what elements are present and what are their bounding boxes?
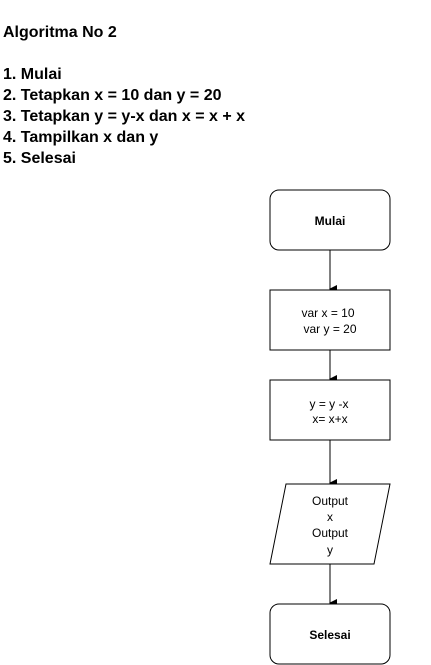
process-line-1: y = y -x [309,397,348,411]
end-label: Selesai [309,628,350,642]
algorithm-step-2: 2. Tetapkan x = 10 dan y = 20 [3,87,222,104]
algorithm-step-3: 3. Tetapkan y = y-x dan x = x + x [3,108,246,125]
init-line-2: var y = 20 [303,322,356,336]
process-line-2: x= x+x [312,412,347,426]
output-line-1: Output [312,494,349,508]
end-terminal: Selesai [269,603,391,665]
calculation-process-box: y = y -x x= x+x [269,379,391,441]
start-label: Mulai [315,214,346,228]
algorithm-step-5: 5. Selesai [3,150,76,167]
start-terminal: Mulai [269,189,391,251]
init-line-1: var x = 10 [301,306,354,320]
output-parallelogram: Output x Output y [269,483,391,565]
algorithm-step-4: 4. Tampilkan x dan y [3,129,159,146]
algorithm-step-1: 1. Mulai [3,66,62,83]
output-line-3: Output [312,526,349,540]
output-line-4: y [327,543,333,557]
output-line-2: x [327,510,333,524]
init-process-box: var x = 10 var y = 20 [269,289,391,351]
algorithm-title: Algoritma No 2 [3,24,117,41]
algorithm-text: Algoritma No 2 1. Mulai 2. Tetapkan x = … [3,22,245,169]
